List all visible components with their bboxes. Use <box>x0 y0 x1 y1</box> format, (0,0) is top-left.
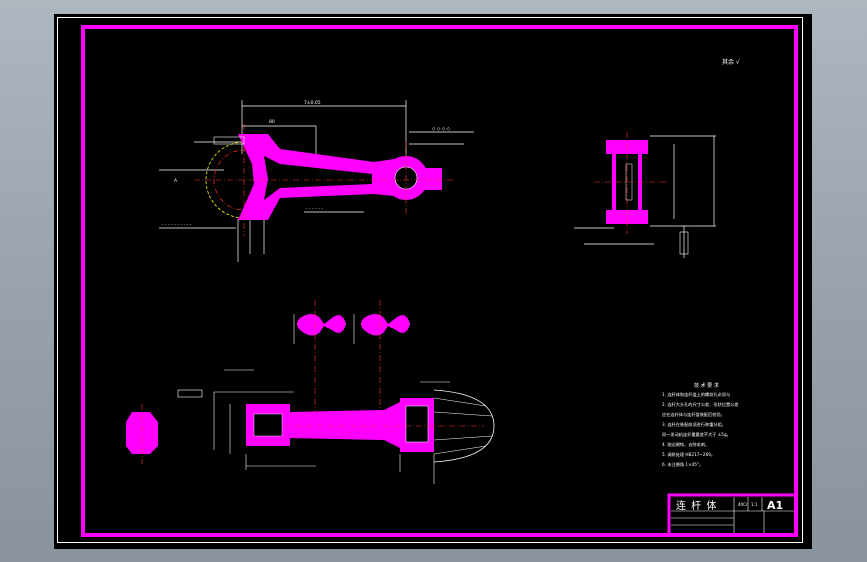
scale-label: 1:1 <box>751 502 758 507</box>
sheet-size: A1 <box>767 499 783 512</box>
tech-requirement-line: 1. 连杆体和连杆盖上的螺纹孔必须与 <box>662 391 730 398</box>
side-view <box>574 132 716 258</box>
section-details <box>293 300 410 414</box>
part-title: 连 杆 体 <box>676 499 717 512</box>
svg-text:- - - - - - - - - -: - - - - - - - - - - <box>162 223 191 228</box>
tech-requirement-line: 3. 连杆在装配前须进行称重分组， <box>662 421 726 428</box>
tech-requirement-line: 同一发动机连杆重量差不大于 ±5g。 <box>662 431 731 438</box>
bottom-view <box>126 369 495 484</box>
svg-text:A: A <box>174 178 178 184</box>
technical-requirements: 技 术 要 求 1. 连杆体和连杆盖上的螺纹孔必须与 2. 连杆大头孔的尺寸公差、… <box>662 382 739 468</box>
tech-requirement-line: 2. 连杆大头孔的尺寸公差、形状位置公差 <box>662 401 739 408</box>
outer-sheet-border <box>57 17 803 543</box>
svg-text:7±0.05: 7±0.05 <box>304 100 321 106</box>
tech-requirement-line: 4. 锐边倒钝，去除毛刺。 <box>662 441 709 448</box>
svg-text:80: 80 <box>269 119 275 125</box>
drawing-frame <box>81 25 798 537</box>
front-view: 7±0.05 80 A ◇ ◇ ◇ ◇ - - - - - - - - - - … <box>159 100 474 262</box>
title-block: 连 杆 体 A1 40Cr 1:1 <box>667 493 798 537</box>
svg-text:◇ ◇ ◇ ◇: ◇ ◇ ◇ ◇ <box>432 127 451 132</box>
cad-drawing-viewport[interactable]: 其余 √ <box>54 14 812 549</box>
material-label: 40Cr <box>738 502 748 507</box>
tech-requirement-line: 应在连杆体与连杆盖装配后检验。 <box>662 411 725 418</box>
drawing-canvas[interactable]: 其余 √ <box>54 14 812 549</box>
tech-requirement-line: 5. 调质处理 HB217~269。 <box>662 451 715 458</box>
svg-text:- - - - - -: - - - - - - <box>306 207 323 212</box>
roughness-note: 其余 √ <box>722 58 740 66</box>
tech-title: 技 术 要 求 <box>694 382 719 389</box>
tech-requirement-line: 6. 未注倒角 1×45°。 <box>662 461 703 468</box>
